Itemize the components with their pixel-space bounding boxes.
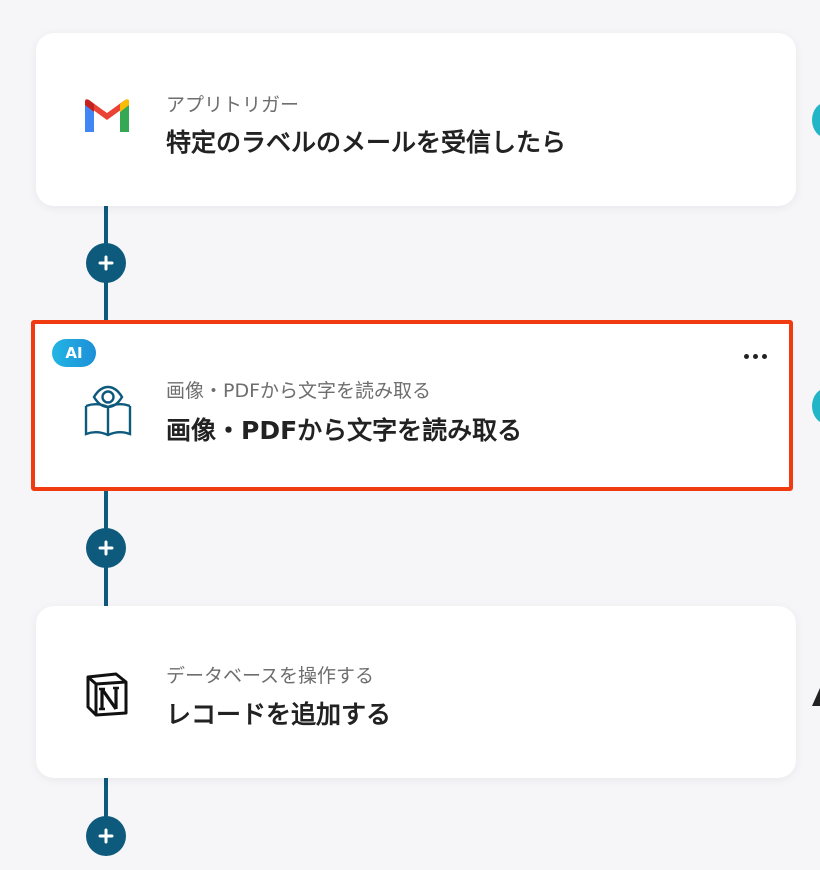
book-eye-icon xyxy=(83,382,133,437)
gmail-icon xyxy=(82,96,132,146)
step-title: 特定のラベルのメールを受信したら xyxy=(166,128,567,157)
side-node-indicator[interactable] xyxy=(812,688,820,706)
step-title: レコードを追加する xyxy=(166,700,392,729)
step-card-notion-record[interactable]: データベースを操作する レコードを追加する xyxy=(36,606,796,778)
step-card-ai-ocr[interactable]: AI 画像・PDFから文字を読み取る 画像・PDFから文字を読み取る xyxy=(31,320,793,491)
plus-icon xyxy=(98,255,114,271)
notion-icon xyxy=(82,669,132,719)
step-subtitle: 画像・PDFから文字を読み取る xyxy=(166,380,432,402)
plus-icon xyxy=(98,828,114,844)
more-dots-icon xyxy=(744,354,749,359)
step-subtitle: データベースを操作する xyxy=(166,665,375,687)
step-title: 画像・PDFから文字を読み取る xyxy=(166,416,523,445)
plus-icon xyxy=(98,540,114,556)
more-options-button[interactable] xyxy=(742,348,769,365)
flow-connector-3 xyxy=(104,778,108,838)
step-subtitle: アプリトリガー xyxy=(166,94,300,116)
side-node-indicator[interactable] xyxy=(812,388,820,424)
step-card-gmail-trigger[interactable]: アプリトリガー 特定のラベルのメールを受信したら xyxy=(36,33,796,206)
ai-badge: AI xyxy=(52,339,96,367)
add-step-button[interactable] xyxy=(86,816,126,856)
add-step-button[interactable] xyxy=(86,528,126,568)
add-step-button[interactable] xyxy=(86,243,126,283)
side-node-indicator[interactable] xyxy=(812,102,820,138)
